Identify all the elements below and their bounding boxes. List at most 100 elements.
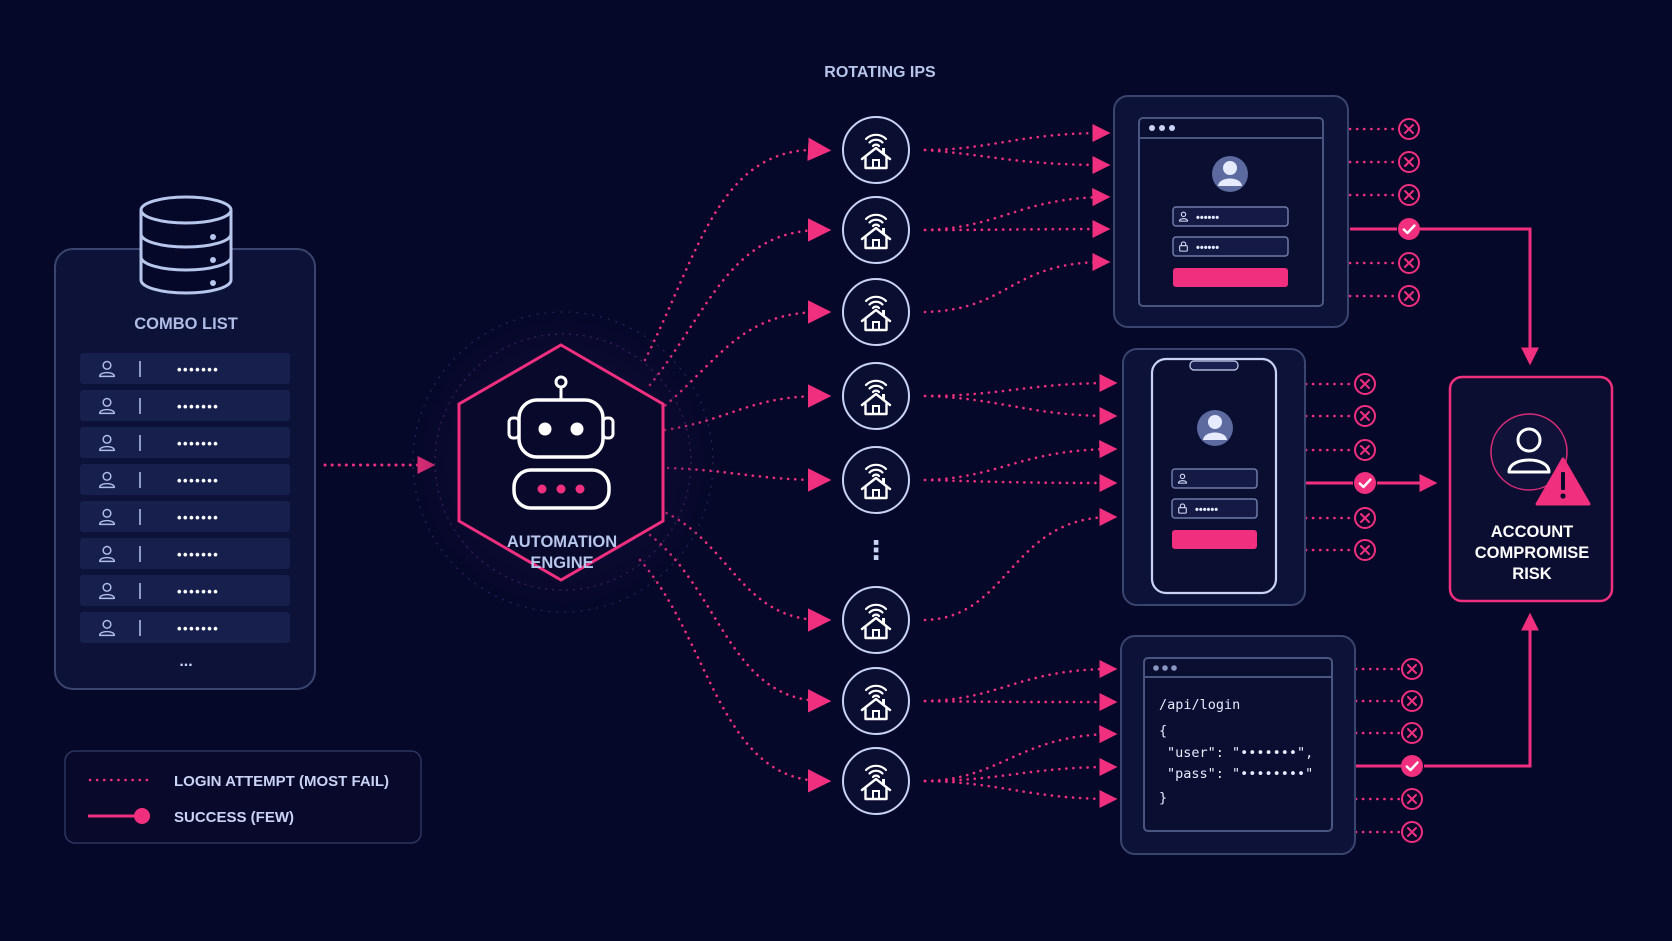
api-brace-close: } bbox=[1159, 790, 1167, 806]
combo-list-row: ••••••• bbox=[80, 501, 290, 532]
engine-label-line1: AUTOMATION bbox=[507, 533, 617, 551]
edge-ip-to-mobile-4 bbox=[923, 473, 1118, 493]
rotating-ips-title: ROTATING IPS bbox=[824, 64, 936, 81]
legend: LOGIN ATTEMPT (MOST FAIL) SUCCESS (FEW) bbox=[64, 750, 422, 844]
combo-row-background bbox=[80, 427, 290, 458]
web-username-field[interactable] bbox=[1172, 206, 1289, 227]
x-circle-icon bbox=[1401, 821, 1423, 843]
x-circle-icon bbox=[1354, 439, 1376, 461]
home-wifi-icon bbox=[841, 361, 911, 431]
combo-row-background bbox=[80, 538, 290, 569]
home-wifi-icon bbox=[841, 115, 911, 185]
combo-row-password: ••••••• bbox=[177, 436, 219, 451]
rotating-ip-nodes bbox=[841, 115, 911, 816]
risk-label-line1: ACCOUNT bbox=[1491, 523, 1574, 541]
legend-attempt-label: LOGIN ATTEMPT (MOST FAIL) bbox=[174, 773, 389, 790]
warning-icon bbox=[1535, 457, 1591, 506]
combo-row-password: ••••••• bbox=[177, 584, 219, 599]
web-login-button[interactable] bbox=[1173, 268, 1288, 287]
edge-ip-to-web-3 bbox=[923, 188, 1111, 232]
edge-ip-to-api-1 bbox=[923, 659, 1118, 703]
user-icon bbox=[1490, 413, 1568, 491]
legend-success-dot bbox=[134, 808, 150, 824]
edge-ip-to-mobile-1 bbox=[923, 373, 1118, 398]
combo-row-background bbox=[80, 501, 290, 532]
edge-api-success-to-risk bbox=[1424, 612, 1539, 768]
edge-ip-to-mobile-5 bbox=[923, 507, 1118, 622]
web-login-card: •••••• •••••• bbox=[1113, 95, 1349, 328]
engine-ring-outer bbox=[412, 311, 714, 613]
edge-ip-to-mobile-3 bbox=[923, 440, 1118, 482]
api-login-card: /api/login { "user": "•••••••", "pass": … bbox=[1120, 635, 1356, 855]
success-edges bbox=[1306, 227, 1539, 768]
x-circle-icon bbox=[1398, 151, 1420, 173]
combo-row-background bbox=[80, 390, 290, 421]
phone-notch bbox=[1189, 360, 1239, 371]
mobile-avatar bbox=[1197, 410, 1233, 446]
x-circle-icon bbox=[1401, 690, 1423, 712]
edge-ip-to-api-4 bbox=[923, 757, 1118, 783]
home-wifi-icon bbox=[841, 746, 911, 816]
edge-ip-to-api-5 bbox=[923, 779, 1118, 809]
combo-row-password: ••••••• bbox=[177, 547, 219, 562]
combo-list-row: ••••••• bbox=[80, 464, 290, 495]
mobile-password-field[interactable] bbox=[1171, 498, 1258, 519]
x-circle-icon bbox=[1398, 285, 1420, 307]
combo-row-password: ••••••• bbox=[177, 399, 219, 414]
web-avatar bbox=[1212, 156, 1248, 192]
engine-ring-inner bbox=[434, 333, 692, 591]
combo-list-title: COMBO LIST bbox=[134, 315, 238, 333]
web-password-value: •••••• bbox=[1196, 242, 1219, 254]
check-circle-icon bbox=[1400, 754, 1424, 778]
x-circle-icon bbox=[1398, 118, 1420, 140]
home-wifi-icon bbox=[841, 277, 911, 347]
combo-row-password: ••••••• bbox=[177, 473, 219, 488]
check-circle-icon bbox=[1397, 217, 1421, 241]
api-brace-open: { bbox=[1159, 723, 1167, 739]
combo-row-password: ••••••• bbox=[177, 510, 219, 525]
api-user-line: "user": "•••••••", bbox=[1167, 745, 1313, 761]
combo-list-row: ••••••• bbox=[80, 575, 290, 606]
engine-hexagon bbox=[457, 343, 665, 582]
x-circle-icon bbox=[1354, 507, 1376, 529]
x-circle-icon bbox=[1401, 658, 1423, 680]
x-circle-icon bbox=[1354, 539, 1376, 561]
mobile-login-button[interactable] bbox=[1172, 530, 1257, 549]
mobile-password-value: •••••• bbox=[1195, 504, 1218, 516]
edge-ip-to-mobile-2 bbox=[923, 394, 1118, 426]
home-wifi-icon bbox=[841, 666, 911, 736]
home-wifi-icon bbox=[841, 445, 911, 515]
combo-row-background bbox=[80, 353, 290, 384]
combo-row-background bbox=[80, 464, 290, 495]
x-circle-icon bbox=[1398, 252, 1420, 274]
edge-ip-to-web-4 bbox=[923, 219, 1111, 239]
edge-web-success-to-risk bbox=[1420, 227, 1539, 366]
engine-label-line2: ENGINE bbox=[530, 554, 593, 572]
automation-engine: AUTOMATION ENGINE bbox=[403, 302, 723, 622]
home-wifi-icon bbox=[841, 585, 911, 655]
combo-list-row: ••••••• bbox=[80, 427, 290, 458]
web-username-value: •••••• bbox=[1196, 212, 1219, 224]
web-password-field[interactable] bbox=[1172, 236, 1289, 257]
edge-engine-to-ip-8 bbox=[638, 558, 832, 793]
home-wifi-icon bbox=[841, 195, 911, 265]
combo-row-password: ••••••• bbox=[177, 621, 219, 636]
check-circle-icon bbox=[1353, 471, 1377, 495]
robot-icon bbox=[507, 375, 615, 510]
edge-ip-to-web-1 bbox=[923, 123, 1111, 152]
combo-list-rows: ••••••• ••••••• ••••••• ••••••• ••••••• •••••… bbox=[80, 353, 290, 643]
x-circle-icon bbox=[1398, 184, 1420, 206]
api-pass-line: "pass": "••••••••" bbox=[1167, 766, 1313, 782]
combo-row-background bbox=[80, 575, 290, 606]
x-circle-icon bbox=[1354, 405, 1376, 427]
edge-engine-to-ip-1 bbox=[643, 137, 832, 362]
combo-list-row: ••••••• bbox=[80, 353, 290, 384]
x-circle-icon bbox=[1354, 373, 1376, 395]
edge-ip-to-api-3 bbox=[923, 725, 1118, 783]
edge-ip-to-web-5 bbox=[923, 252, 1111, 314]
combo-list-row: ••••••• bbox=[80, 390, 290, 421]
edge-ip-to-api-2 bbox=[923, 692, 1118, 712]
mobile-username-field[interactable] bbox=[1171, 468, 1258, 489]
